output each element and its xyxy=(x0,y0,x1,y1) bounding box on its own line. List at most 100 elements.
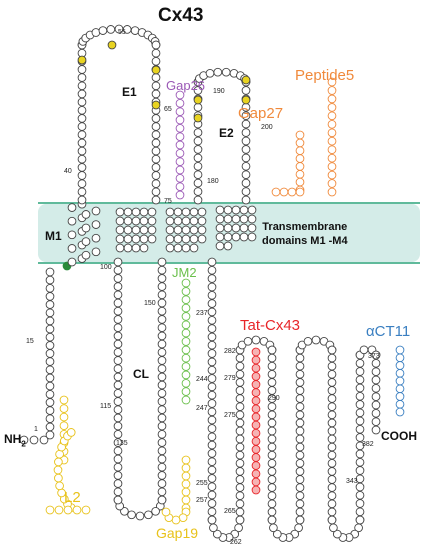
residue xyxy=(295,386,305,395)
residue xyxy=(157,282,167,291)
residue xyxy=(235,361,245,371)
peptide5-residue xyxy=(327,187,337,197)
residue xyxy=(239,205,249,215)
residue xyxy=(235,491,245,501)
residue xyxy=(355,383,365,393)
residue xyxy=(243,336,253,346)
residue xyxy=(113,372,123,382)
residue xyxy=(189,234,199,244)
residue-number-290: 290 xyxy=(268,395,280,402)
residue-number-373: 373 xyxy=(368,353,380,360)
residue xyxy=(113,462,123,472)
residue xyxy=(327,499,337,509)
jm2-residue xyxy=(181,387,191,396)
residue xyxy=(139,207,149,217)
residue xyxy=(295,394,305,403)
residue xyxy=(151,130,161,140)
residue xyxy=(295,418,305,428)
residue xyxy=(327,434,337,444)
residue-number-55: 55 xyxy=(118,29,126,36)
gap27-residue xyxy=(295,187,305,197)
residue xyxy=(295,442,305,452)
residue xyxy=(19,435,29,445)
residue xyxy=(98,26,108,35)
residue xyxy=(207,290,217,300)
tat-cx43-residue xyxy=(251,372,261,381)
residue xyxy=(235,450,245,460)
residue xyxy=(241,153,251,163)
residue xyxy=(327,442,337,452)
tat-cx43-residue xyxy=(251,347,261,357)
residue xyxy=(267,483,277,492)
residue xyxy=(189,225,199,235)
residue xyxy=(113,282,123,291)
peptide5-residue xyxy=(327,86,337,95)
nh2-text: NH xyxy=(4,432,22,446)
peptide5-residue xyxy=(327,111,337,121)
gap26-residue xyxy=(175,157,185,167)
residue xyxy=(327,507,337,517)
residue xyxy=(193,102,203,112)
membrane-label: Transmembrane domains M1 -M4 xyxy=(262,221,348,249)
residue xyxy=(209,523,218,533)
residue xyxy=(113,405,123,415)
residue xyxy=(151,48,161,58)
jm2-label: JM2 xyxy=(172,265,197,280)
residue xyxy=(241,161,251,171)
residue xyxy=(355,416,365,426)
residue xyxy=(45,422,55,432)
act11-residue xyxy=(395,368,405,378)
residue xyxy=(106,25,116,34)
residue xyxy=(123,216,133,226)
gap27-residue xyxy=(287,187,297,197)
tat-cx43-residue xyxy=(251,380,261,389)
l2-residue xyxy=(59,395,69,405)
residue-cysteine xyxy=(107,40,117,50)
residue xyxy=(241,128,251,137)
residue xyxy=(355,490,365,500)
residue xyxy=(113,347,123,357)
residue-chain xyxy=(19,24,381,542)
residue xyxy=(113,331,123,341)
residue xyxy=(45,406,55,415)
residue xyxy=(157,364,167,374)
residue xyxy=(355,358,365,368)
gap27-residue xyxy=(295,154,305,163)
residue xyxy=(157,388,167,398)
gap27-residue xyxy=(295,177,305,187)
residue xyxy=(251,335,261,345)
residue xyxy=(235,402,245,412)
peptide5-residue xyxy=(327,94,337,104)
residue xyxy=(207,465,217,475)
residue xyxy=(113,298,123,308)
residue xyxy=(151,81,161,91)
residue xyxy=(45,381,55,391)
residue xyxy=(157,306,167,316)
residue xyxy=(247,214,257,224)
residue xyxy=(241,86,251,95)
residue xyxy=(267,475,277,484)
gap19-residue xyxy=(181,455,191,465)
residue-number-190: 190 xyxy=(213,88,225,95)
residue xyxy=(371,358,381,368)
residue xyxy=(311,335,321,345)
residue xyxy=(371,350,381,360)
residue xyxy=(235,426,245,436)
residue xyxy=(295,458,305,468)
gap27-residue xyxy=(279,187,289,197)
residue xyxy=(151,122,161,131)
residue xyxy=(113,413,123,423)
jm2-residue xyxy=(181,303,191,313)
residue xyxy=(267,442,277,452)
gap19-label: Gap19 xyxy=(156,525,199,541)
gap27-residue xyxy=(295,138,305,148)
residue xyxy=(295,369,305,379)
residue xyxy=(77,138,87,148)
residue xyxy=(267,450,277,460)
residue xyxy=(45,430,55,440)
gap26-residue xyxy=(175,90,185,100)
residue xyxy=(371,408,381,418)
residue xyxy=(113,339,123,349)
residue xyxy=(207,340,217,350)
residue-cysteine xyxy=(151,100,161,110)
